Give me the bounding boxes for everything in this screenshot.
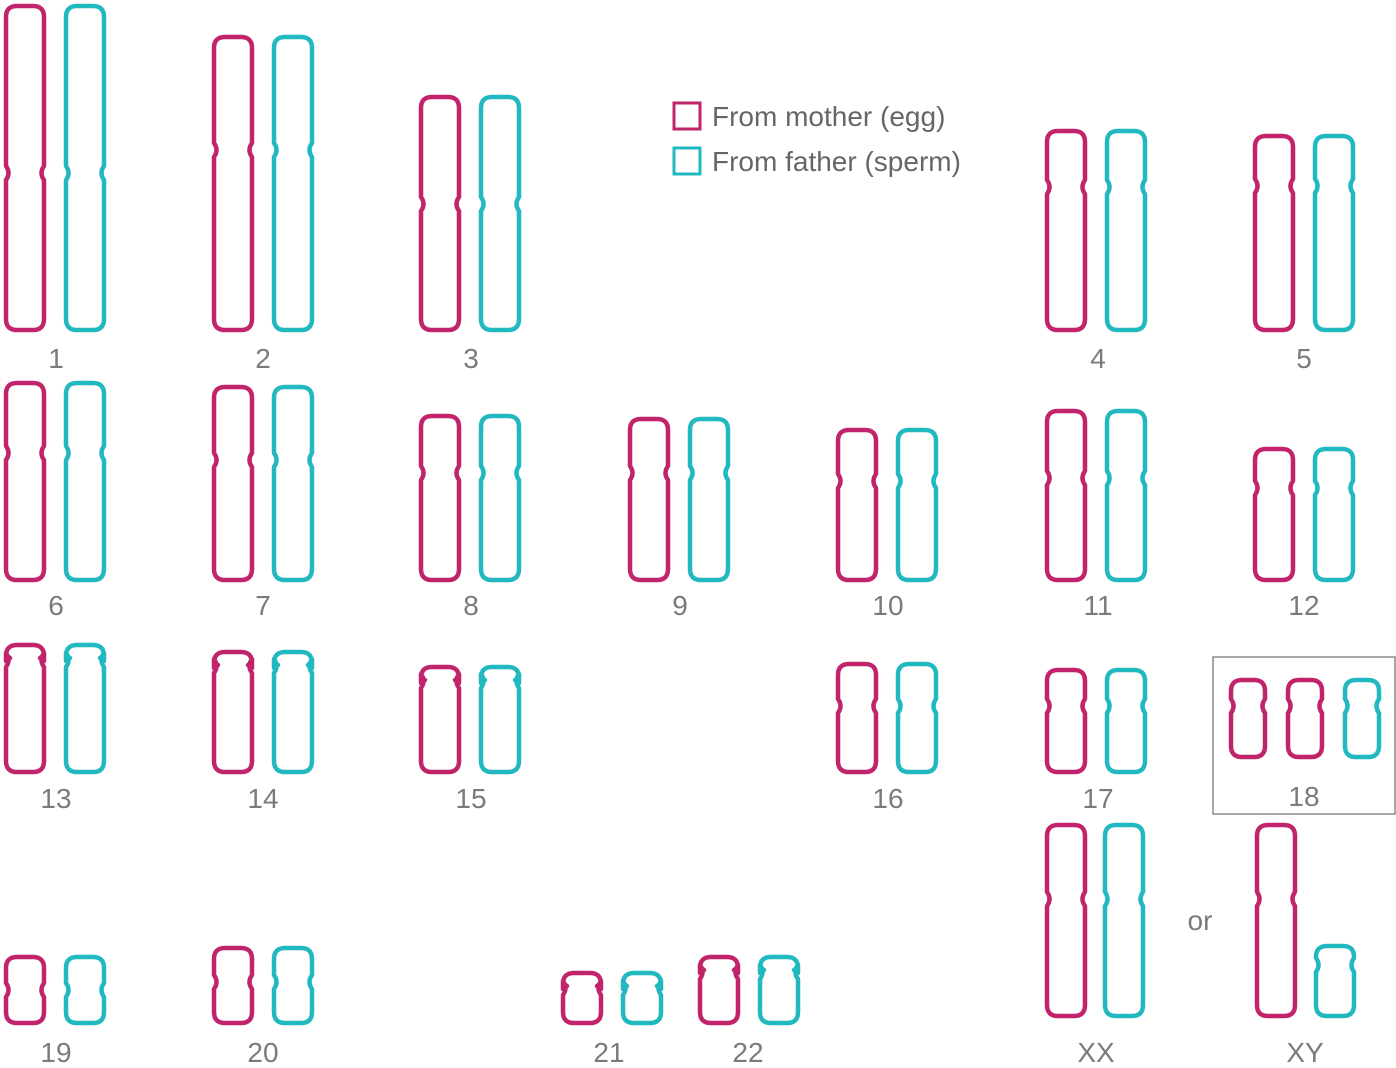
chromosome-12-maternal [1255, 449, 1293, 580]
chromosome-label-17: 17 [1082, 783, 1113, 814]
chromosome-15-paternal [481, 667, 519, 772]
chromosome-20-maternal [214, 948, 252, 1023]
chromosome-label-14: 14 [247, 783, 278, 814]
legend-maternal-swatch [674, 103, 700, 129]
sex-chromosome-separator: or [1188, 905, 1213, 936]
legend-paternal-swatch [674, 148, 700, 174]
chromosome-14-maternal [214, 652, 252, 772]
chromosome-1-maternal [6, 6, 44, 330]
chromosome-7-maternal [214, 387, 252, 580]
chromosome-18-maternal-1 [1231, 680, 1265, 757]
chromosome-xx-paternal [1105, 825, 1143, 1016]
chromosome-xy-paternal-y [1316, 946, 1354, 1016]
chromosome-label-3: 3 [463, 343, 479, 374]
chromosome-9-paternal [690, 419, 728, 580]
chromosome-20-paternal [274, 948, 312, 1023]
chromosome-22-maternal [700, 957, 738, 1023]
chromosome-21-paternal [623, 973, 661, 1023]
chromosome-11-paternal [1107, 411, 1145, 580]
chromosome-17-paternal [1107, 670, 1145, 772]
chromosome-3-maternal [421, 97, 459, 330]
chromosome-xx-maternal [1047, 825, 1085, 1016]
chromosome-label-1: 1 [48, 343, 64, 374]
chromosome-label-20: 20 [247, 1037, 278, 1068]
chromosome-12-paternal [1315, 449, 1353, 580]
chromosome-xy-maternal-x [1257, 825, 1295, 1016]
chromosome-5-paternal [1315, 136, 1353, 330]
chromosome-21-maternal [563, 973, 601, 1023]
chromosome-label-13: 13 [40, 783, 71, 814]
chromosome-label-15: 15 [455, 783, 486, 814]
chromosome-14-paternal [274, 652, 312, 772]
chromosome-2-maternal [214, 37, 252, 330]
chromosome-10-paternal [898, 430, 936, 580]
chromosome-17-maternal [1047, 670, 1085, 772]
chromosome-label-8: 8 [463, 590, 479, 621]
chromosome-6-paternal [66, 383, 104, 580]
chromosome-label-9: 9 [672, 590, 688, 621]
chromosome-label-21: 21 [593, 1037, 624, 1068]
chromosome-19-paternal [66, 957, 104, 1023]
legend-maternal-label: From mother (egg) [712, 101, 945, 132]
sex-label-xx: XX [1077, 1037, 1115, 1068]
chromosome-18-paternal [1345, 680, 1379, 757]
chromosome-label-19: 19 [40, 1037, 71, 1068]
chromosome-label-7: 7 [255, 590, 271, 621]
chromosome-2-paternal [274, 37, 312, 330]
chromosome-4-paternal [1107, 131, 1145, 330]
chromosome-6-maternal [6, 383, 44, 580]
chromosome-15-maternal [421, 667, 459, 772]
chromosome-label-5: 5 [1296, 343, 1312, 374]
chromosome-8-maternal [421, 416, 459, 580]
chromosome-label-12: 12 [1288, 590, 1319, 621]
chromosome-4-maternal [1047, 131, 1085, 330]
chromosome-11-maternal [1047, 411, 1085, 580]
chromosome-5-maternal [1255, 136, 1293, 330]
chromosome-19-maternal [6, 957, 44, 1023]
chromosome-label-22: 22 [732, 1037, 763, 1068]
chromosome-16-maternal [838, 664, 876, 772]
chromosome-label-4: 4 [1090, 343, 1106, 374]
chromosome-label-6: 6 [48, 590, 64, 621]
chromosome-label-2: 2 [255, 343, 271, 374]
chromosome-8-paternal [481, 416, 519, 580]
chromosome-7-paternal [274, 387, 312, 580]
chromosome-10-maternal [838, 430, 876, 580]
chromosome-18-maternal-2 [1288, 680, 1322, 757]
legend-paternal-label: From father (sperm) [712, 146, 961, 177]
chromosome-3-paternal [481, 97, 519, 330]
legend: From mother (egg) From father (sperm) [674, 101, 961, 177]
sex-label-xy: XY [1286, 1037, 1324, 1068]
chromosome-13-maternal [6, 645, 44, 772]
chromosome-16-paternal [898, 664, 936, 772]
chromosome-label-10: 10 [872, 590, 903, 621]
chromosome-13-paternal [66, 645, 104, 772]
chromosome-1-paternal [66, 6, 104, 330]
chromosome-label-18: 18 [1288, 781, 1319, 812]
chromosome-9-maternal [630, 419, 668, 580]
chromosome-22-paternal [760, 957, 798, 1023]
chromosome-pairs [6, 6, 1379, 1023]
chromosome-label-16: 16 [872, 783, 903, 814]
chromosome-label-11: 11 [1083, 590, 1112, 621]
